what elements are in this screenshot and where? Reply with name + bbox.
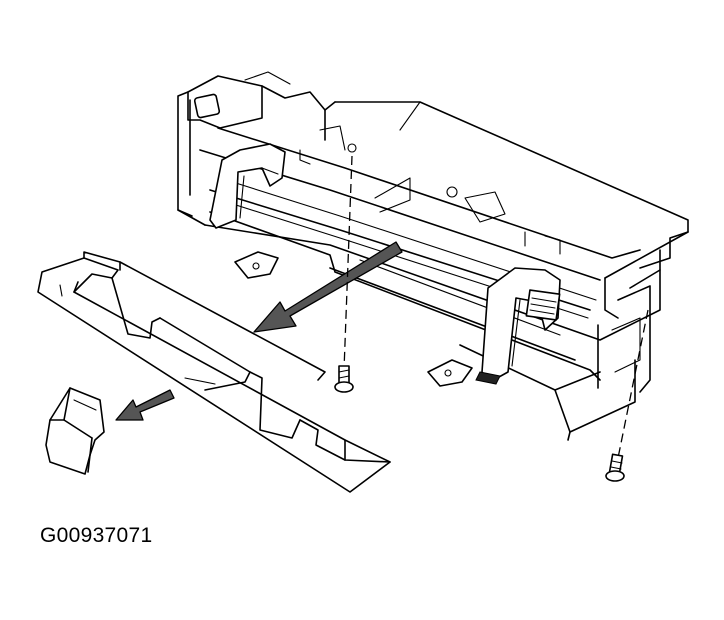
instrument-cluster-carrier <box>177 71 689 441</box>
ribbon-cable-left <box>209 143 286 229</box>
retaining-clip <box>45 387 105 475</box>
figure-caption: G00937071 <box>40 524 153 547</box>
screw <box>334 155 354 393</box>
removal-arrow-large <box>253 241 403 333</box>
screw <box>605 309 649 482</box>
trim-cover <box>37 251 391 493</box>
removal-arrow-small <box>115 389 175 421</box>
ribbon-cable-right <box>475 267 561 385</box>
